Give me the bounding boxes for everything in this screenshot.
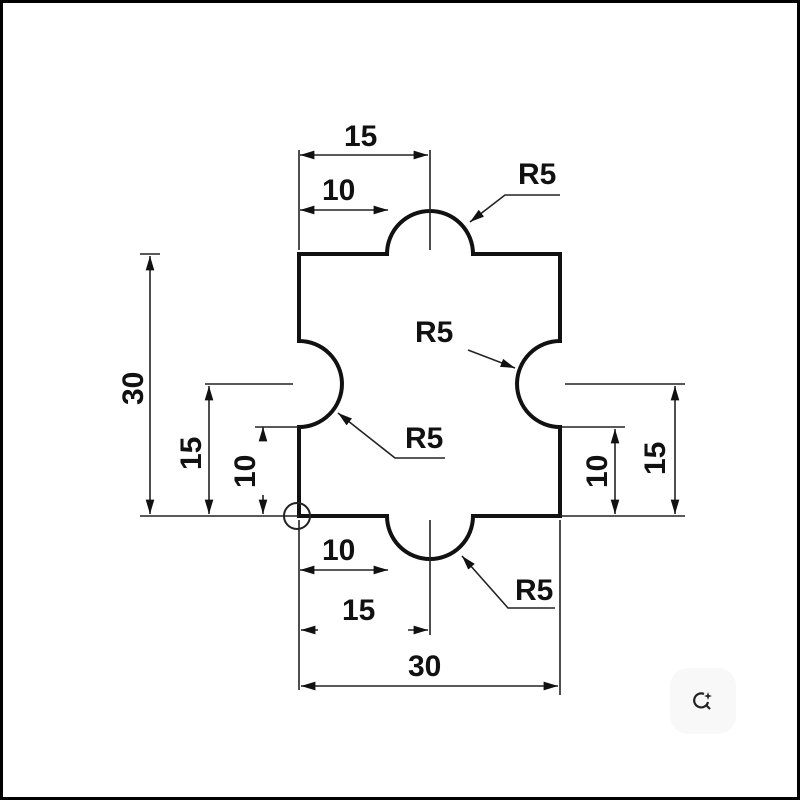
visual-search-sparkle-icon bbox=[693, 692, 712, 710]
label-top-r5: R5 bbox=[518, 158, 556, 191]
label-top-15: 15 bbox=[344, 120, 377, 153]
label-right-15: 15 bbox=[639, 442, 672, 475]
label-bottom-r5: R5 bbox=[515, 574, 553, 607]
leader-left-r5 bbox=[337, 412, 445, 459]
label-top-10: 10 bbox=[322, 174, 355, 207]
label-bottom-30: 30 bbox=[408, 650, 441, 683]
label-right-10: 10 bbox=[581, 455, 614, 488]
label-center-r5: R5 bbox=[415, 316, 453, 349]
leader-top-r5 bbox=[469, 194, 560, 223]
label-left-r5: R5 bbox=[405, 422, 443, 455]
label-left-10: 10 bbox=[229, 455, 262, 488]
leader-center-r5 bbox=[467, 349, 516, 369]
label-bottom-10: 10 bbox=[322, 534, 355, 567]
visual-search-button[interactable] bbox=[670, 668, 736, 734]
leader-bottom-r5 bbox=[461, 555, 555, 609]
origin-circle bbox=[283, 502, 311, 530]
label-left-30: 30 bbox=[117, 372, 150, 405]
part-outline bbox=[297, 209, 562, 561]
label-bottom-15: 15 bbox=[342, 594, 375, 627]
label-left-15: 15 bbox=[175, 437, 208, 470]
